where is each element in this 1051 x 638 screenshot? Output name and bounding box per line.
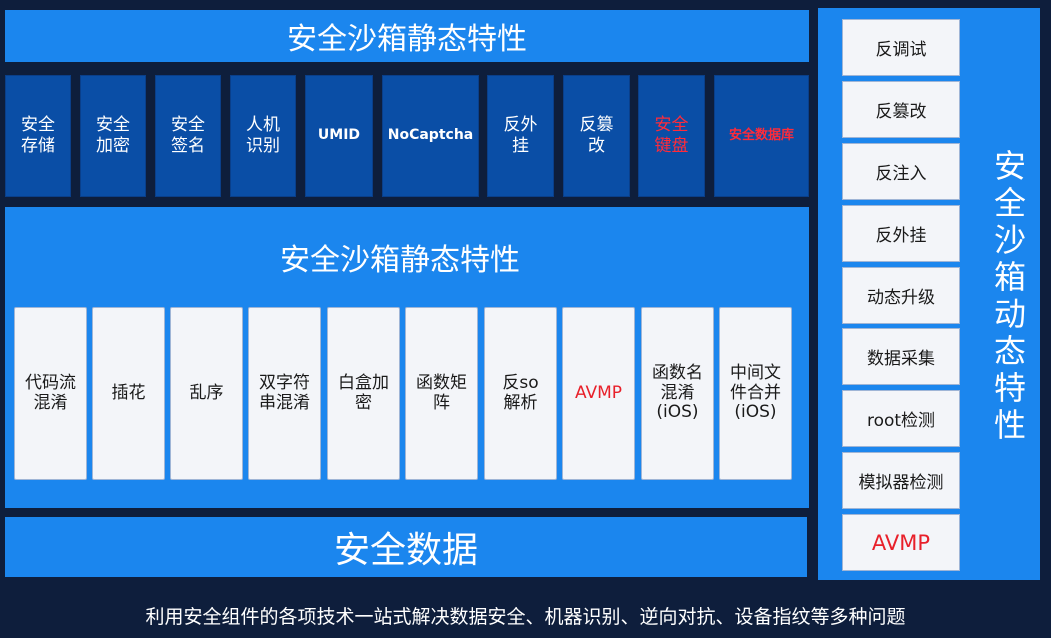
obfuscation-feature-tile: 乱序 [170, 307, 243, 480]
static-feature-tile: 反外 挂 [487, 75, 554, 197]
obfuscation-feature-tile: 中间文 件合并 (iOS) [719, 307, 792, 480]
dynamic-feature-tile: AVMP [842, 514, 960, 571]
dynamic-feature-tile: root检测 [842, 390, 960, 447]
static-feature-tile: 反篡 改 [563, 75, 630, 197]
footer-caption: 利用安全组件的各项技术一站式解决数据安全、机器识别、逆向对抗、设备指纹等多种问题 [145, 606, 906, 628]
dynamic-feature-tile: 反外挂 [842, 205, 960, 262]
obfuscation-feature-tile: 双字符 串混淆 [248, 307, 321, 480]
static-features-panel-title: 安全沙箱静态特性 [280, 243, 520, 278]
static-features-banner: 安全沙箱静态特性 [5, 10, 809, 62]
static-feature-tile: 安全 键盘 [638, 75, 705, 197]
obfuscation-feature-tile: 反so 解析 [484, 307, 557, 480]
dynamic-feature-tile: 反调试 [842, 19, 960, 76]
static-features-panel: 安全沙箱静态特性 代码流 混淆插花乱序双字符 串混淆白盒加 密函数矩 阵反so … [5, 207, 809, 508]
dynamic-feature-tile: 反篡改 [842, 81, 960, 138]
dynamic-feature-tile: 动态升级 [842, 267, 960, 324]
static-feature-tile: 人机 识别 [230, 75, 296, 197]
security-data-banner: 安全数据 [5, 517, 807, 577]
security-data-title: 安全数据 [333, 530, 478, 571]
obfuscation-feature-tile: 代码流 混淆 [14, 307, 87, 480]
static-feature-tile: UMID [305, 75, 373, 197]
obfuscation-feature-tile: 白盒加 密 [327, 307, 400, 480]
obfuscation-feature-tile: 插花 [92, 307, 165, 480]
dynamic-feature-tile: 模拟器检测 [842, 452, 960, 509]
static-features-banner-title: 安全沙箱静态特性 [287, 22, 527, 57]
static-feature-tile: NoCaptcha [382, 75, 479, 197]
obfuscation-feature-tile: 函数矩 阵 [405, 307, 478, 480]
dynamic-feature-tile: 反注入 [842, 143, 960, 200]
static-feature-tile: 安全 存储 [5, 75, 71, 197]
obfuscation-feature-tile: AVMP [562, 307, 635, 480]
static-feature-tile: 安全 签名 [155, 75, 221, 197]
static-feature-tile: 安全数据库 [714, 75, 809, 197]
static-feature-tile: 安全 加密 [80, 75, 146, 197]
dynamic-feature-tile: 数据采集 [842, 328, 960, 385]
dynamic-features-title: 安全沙箱动态特性 [993, 147, 1026, 444]
obfuscation-feature-tile: 函数名 混淆 (iOS) [641, 307, 714, 480]
